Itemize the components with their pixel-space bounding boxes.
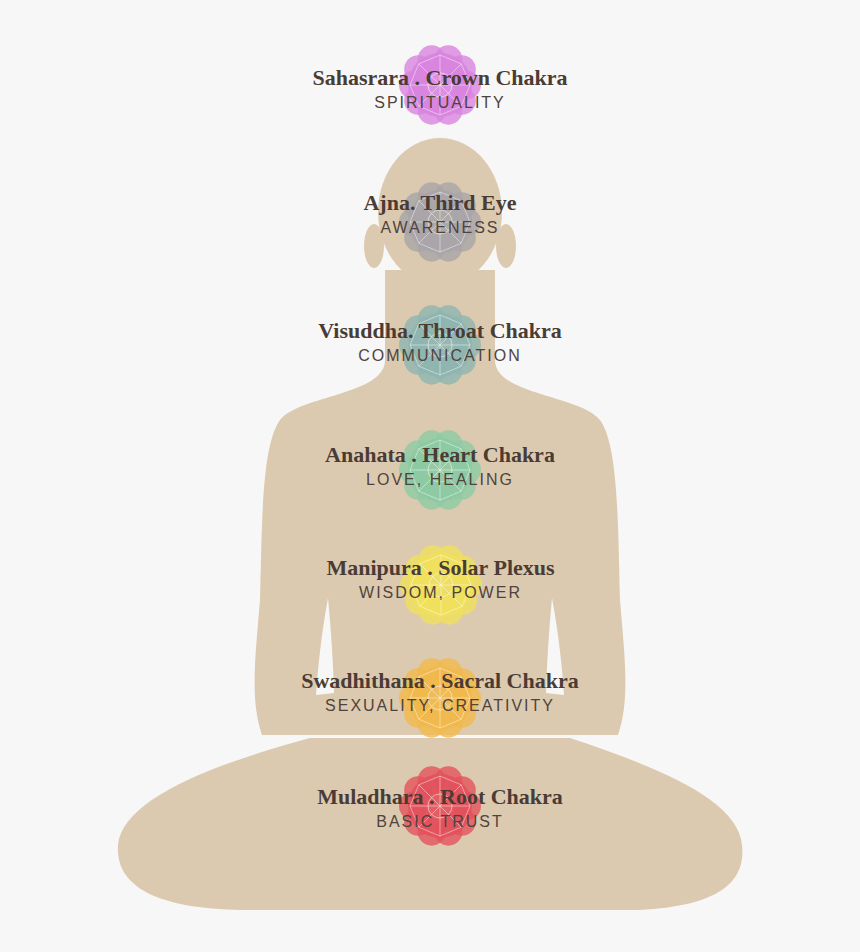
chakra-meaning: SPIRITUALITY [308, 93, 572, 113]
chakra-node: Sahasrara . Crown ChakraSPIRITUALITY [308, 65, 572, 113]
chakra-node: Ajna. Third EyeAWARENESS [359, 190, 521, 238]
chakra-meaning: COMMUNICATION [314, 346, 566, 366]
chakra-node: Manipura . Solar PlexusWISDOM, POWER [322, 555, 559, 603]
chakra-name: Visuddha. Throat Chakra [314, 318, 566, 344]
chakra-name: Anahata . Heart Chakra [321, 442, 559, 468]
body-silhouette [118, 138, 743, 910]
chakra-name: Ajna. Third Eye [359, 190, 521, 216]
chakra-name: Sahasrara . Crown Chakra [308, 65, 572, 91]
chakra-meaning: SEXUALITY, CREATIVITY [297, 696, 583, 716]
chakra-node: Swadhithana . Sacral ChakraSEXUALITY, CR… [297, 668, 583, 716]
chakra-meaning: AWARENESS [359, 218, 521, 238]
chakra-name: Manipura . Solar Plexus [322, 555, 559, 581]
chakra-flower [390, 420, 490, 520]
chakra-meaning: BASIC TRUST [313, 812, 567, 832]
chakra-meaning: LOVE, HEALING [321, 470, 559, 490]
chakra-name: Swadhithana . Sacral Chakra [297, 668, 583, 694]
chakra-flower [390, 295, 490, 395]
crossed-legs [118, 738, 743, 910]
chakra-node: Muladhara . Root ChakraBASIC TRUST [313, 784, 567, 832]
chakra-node: Visuddha. Throat ChakraCOMMUNICATION [314, 318, 566, 366]
chakra-node: Anahata . Heart ChakraLOVE, HEALING [321, 442, 559, 490]
torso [255, 270, 626, 735]
chakra-name: Muladhara . Root Chakra [313, 784, 567, 810]
chakra-meaning: WISDOM, POWER [322, 583, 559, 603]
